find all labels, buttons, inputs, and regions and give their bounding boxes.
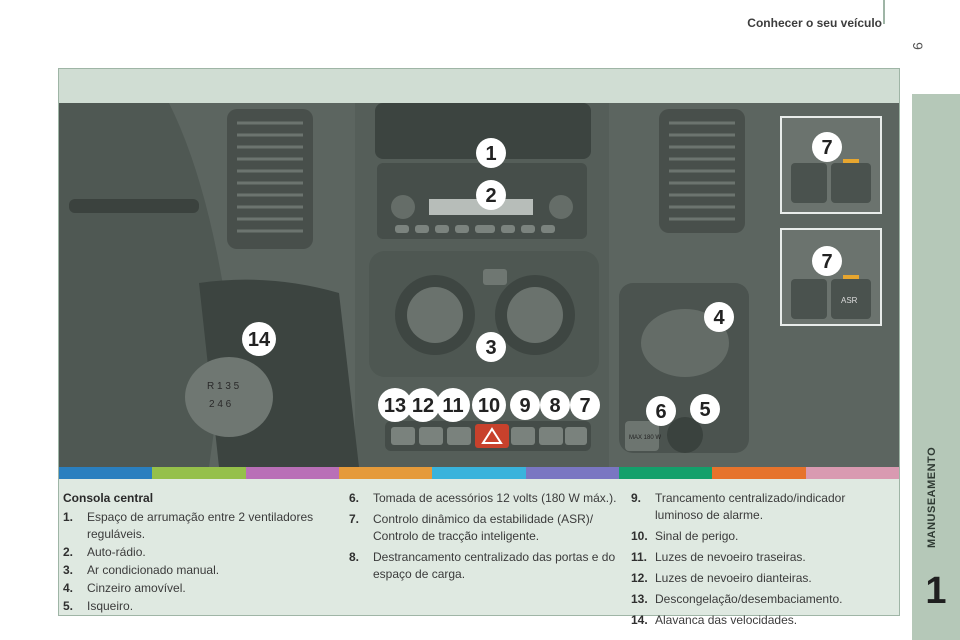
chapter-number: 1 (925, 570, 947, 612)
callout-8-text: 8 (549, 395, 560, 417)
color-strip-segment-6 (525, 467, 619, 479)
asr-label: ASR (841, 296, 858, 305)
page-number: 9 (909, 42, 926, 50)
callout-12: 12 (406, 388, 440, 422)
callout-4-text: 4 (713, 307, 725, 329)
legend-item: 6.Tomada de acessórios 12 volts (180 W m… (349, 491, 617, 505)
legend-column-3: 9.Trancamento centralizado/indicador lum… (631, 490, 891, 633)
callout-5-text: 5 (699, 399, 710, 421)
color-strip-segment-3 (245, 467, 339, 479)
dashboard-photo: R 1 3 5 2 4 6 MAX 180 W ASR 1 2 3 4 5 6 … (59, 103, 899, 467)
legend-item: 7.Controlo dinâmico da estabilidade (ASR… (349, 512, 594, 543)
color-strip-segment-8 (712, 467, 806, 479)
callout-2: 2 (476, 180, 506, 210)
legend-item: 4.Cinzeiro amovível. (63, 581, 186, 595)
chapter-side-tab (912, 94, 960, 640)
callout-11-text: 11 (442, 395, 463, 417)
callout-4: 4 (704, 302, 734, 332)
frame-top-band (59, 69, 899, 103)
color-strip-segment-4 (338, 467, 433, 479)
callout-3: 3 (476, 332, 506, 362)
callout-8: 8 (540, 390, 570, 420)
left-vent (227, 109, 313, 249)
gear-pattern-bottom: 2 4 6 (209, 399, 232, 410)
legend-item: 1.Espaço de arrumação entre 2 ventilador… (63, 510, 314, 541)
callout-2-text: 2 (485, 185, 496, 207)
color-strip-segment-7 (618, 467, 713, 479)
radio-display (429, 199, 533, 215)
page-header-title: Conhecer o seu veículo (747, 16, 882, 30)
color-strip-segment-5 (432, 467, 526, 479)
callout-7-text: 7 (579, 395, 590, 417)
legend-item: 13.Descongelação/desembaciamento. (631, 592, 843, 606)
inset-callout-7-top-text: 7 (821, 137, 832, 159)
color-strip-segment-1 (59, 467, 153, 479)
callout-10-text: 10 (478, 395, 500, 417)
callout-6: 6 (646, 396, 676, 426)
callout-13-text: 13 (384, 395, 406, 417)
callout-11: 11 (436, 388, 470, 422)
callout-10: 10 (472, 388, 506, 422)
legend: Consola central 1.Espaço de arrumação en… (59, 484, 899, 627)
legend-heading: Consola central (63, 491, 154, 505)
color-strip-segment-2 (152, 467, 246, 479)
legend-item: 11.Luzes de nevoeiro traseiras. (631, 550, 806, 564)
color-strip-segment-9 (805, 467, 899, 479)
legend-item: 3.Ar condicionado manual. (63, 563, 220, 577)
callout-12-text: 12 (412, 395, 434, 417)
legend-item: 9.Trancamento centralizado/indicador lum… (631, 491, 846, 522)
callout-7: 7 (570, 390, 600, 420)
callout-1: 1 (476, 138, 506, 168)
accessory-socket (625, 421, 659, 451)
dashboard-illustration: R 1 3 5 2 4 6 MAX 180 W ASR 1 2 3 4 5 6 … (59, 103, 899, 467)
inset-callout-7-bottom: 7 (812, 246, 842, 276)
legend-item: 10.Sinal de perigo. (631, 529, 739, 543)
chapter-side-tab-label: MANUSEAMENTO (926, 446, 938, 548)
legend-item: 12.Luzes de nevoeiro dianteiras. (631, 571, 812, 585)
gear-knob (185, 357, 273, 437)
inset-callout-7-top: 7 (812, 132, 842, 162)
socket-label: MAX 180 W (629, 435, 661, 441)
wiper-stalk (69, 199, 199, 213)
legend-item: 14.Alavanca das velocidades. (631, 613, 798, 627)
callout-9: 9 (510, 390, 540, 420)
header-rule (883, 0, 885, 24)
storage-space (375, 103, 591, 159)
inset-callout-7-bottom-text: 7 (821, 251, 832, 273)
callout-6-text: 6 (655, 401, 666, 423)
callout-13: 13 (378, 388, 412, 422)
cigar-lighter (667, 417, 703, 453)
legend-column-2: 6.Tomada de acessórios 12 volts (180 W m… (349, 490, 619, 587)
callout-3-text: 3 (485, 337, 496, 359)
gear-pattern-top: R 1 3 5 (207, 381, 240, 392)
legend-item: 5.Isqueiro. (63, 599, 134, 613)
legend-column-1: Consola central 1.Espaço de arrumação en… (63, 490, 323, 616)
callout-9-text: 9 (519, 395, 530, 417)
color-strip (59, 467, 899, 479)
legend-item: 2.Auto-rádio. (63, 545, 146, 559)
legend-item: 8.Destrancamento centralizado das portas… (349, 550, 616, 581)
callout-1-text: 1 (485, 143, 496, 165)
callout-14: 14 (242, 322, 276, 356)
callout-5: 5 (690, 394, 720, 424)
steering-wheel-area (59, 103, 229, 467)
callout-14-text: 14 (248, 329, 271, 351)
